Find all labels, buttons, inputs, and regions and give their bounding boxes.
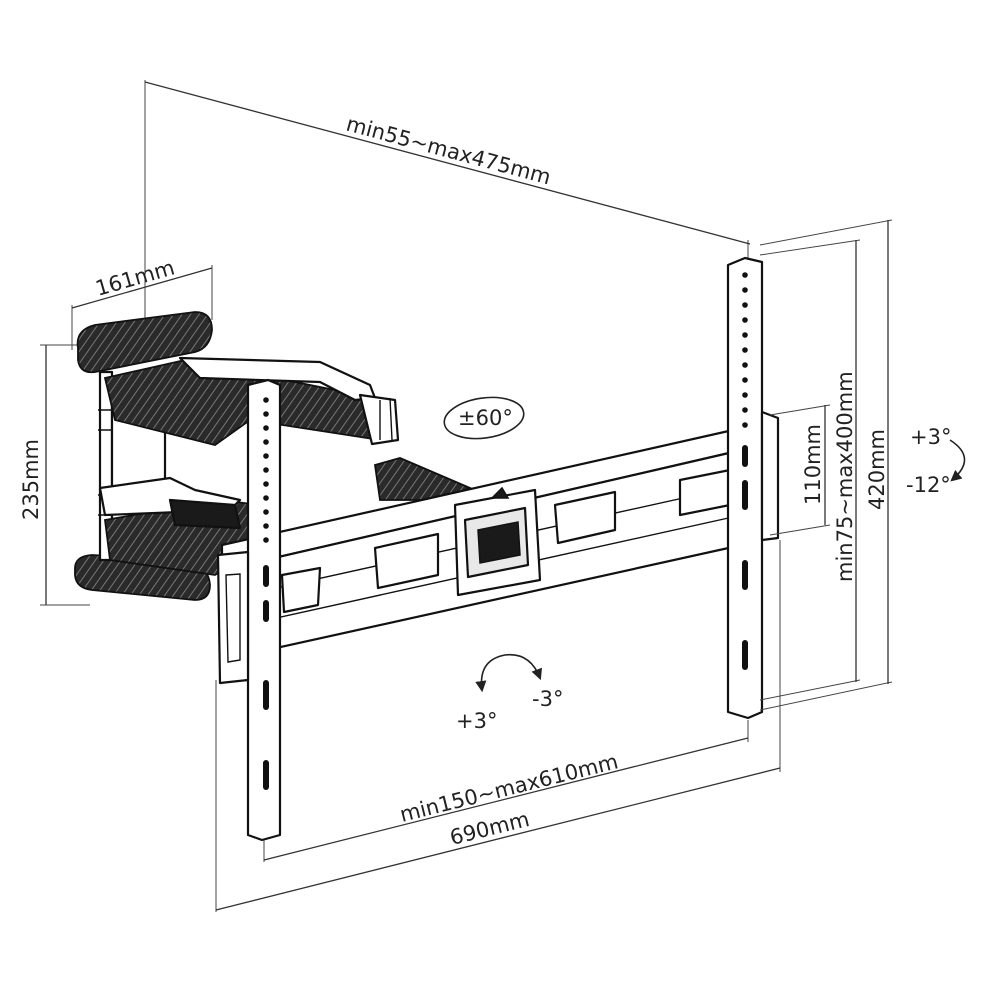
tilt-down-label: -12° <box>906 473 951 497</box>
level-plus-label: +3° <box>456 709 497 733</box>
vertical-total-dimension: 420mm <box>759 219 893 711</box>
vertical-small-label: 110mm <box>801 424 825 505</box>
vertical-spacing-label: min75~max400mm <box>833 371 857 582</box>
extension-label: min55~max475mm <box>344 112 554 190</box>
horizontal-spacing-dimension: min150~max610mm <box>263 720 749 862</box>
level-indicator: +3° -3° <box>456 653 563 733</box>
vertical-total-label: 420mm <box>865 429 889 510</box>
tilt-up-label: +3° <box>910 425 951 449</box>
extension-dimension: min55~max475mm <box>144 80 751 330</box>
swivel-indicator: ±60° <box>443 396 525 440</box>
level-minus-label: -3° <box>532 687 563 711</box>
right-vertical-rail <box>726 256 780 720</box>
wall-plate-height-dimension: 235mm <box>19 344 90 606</box>
vertical-small-dimension: 110mm <box>769 404 831 536</box>
left-rail-holes <box>263 397 269 790</box>
wall-plate-width-label: 161mm <box>93 255 177 300</box>
left-vertical-rail <box>216 378 282 842</box>
wall-plate-height-label: 235mm <box>19 439 43 520</box>
right-rail-holes <box>742 272 748 670</box>
vertical-spacing-dimension: min75~max400mm <box>759 239 861 701</box>
horizontal-bar <box>220 426 744 662</box>
horizontal-total-label: 690mm <box>447 807 531 850</box>
tilt-indicator: +3° -12° <box>906 425 966 497</box>
upper-arm <box>103 356 400 446</box>
swivel-label: ±60° <box>458 406 513 430</box>
